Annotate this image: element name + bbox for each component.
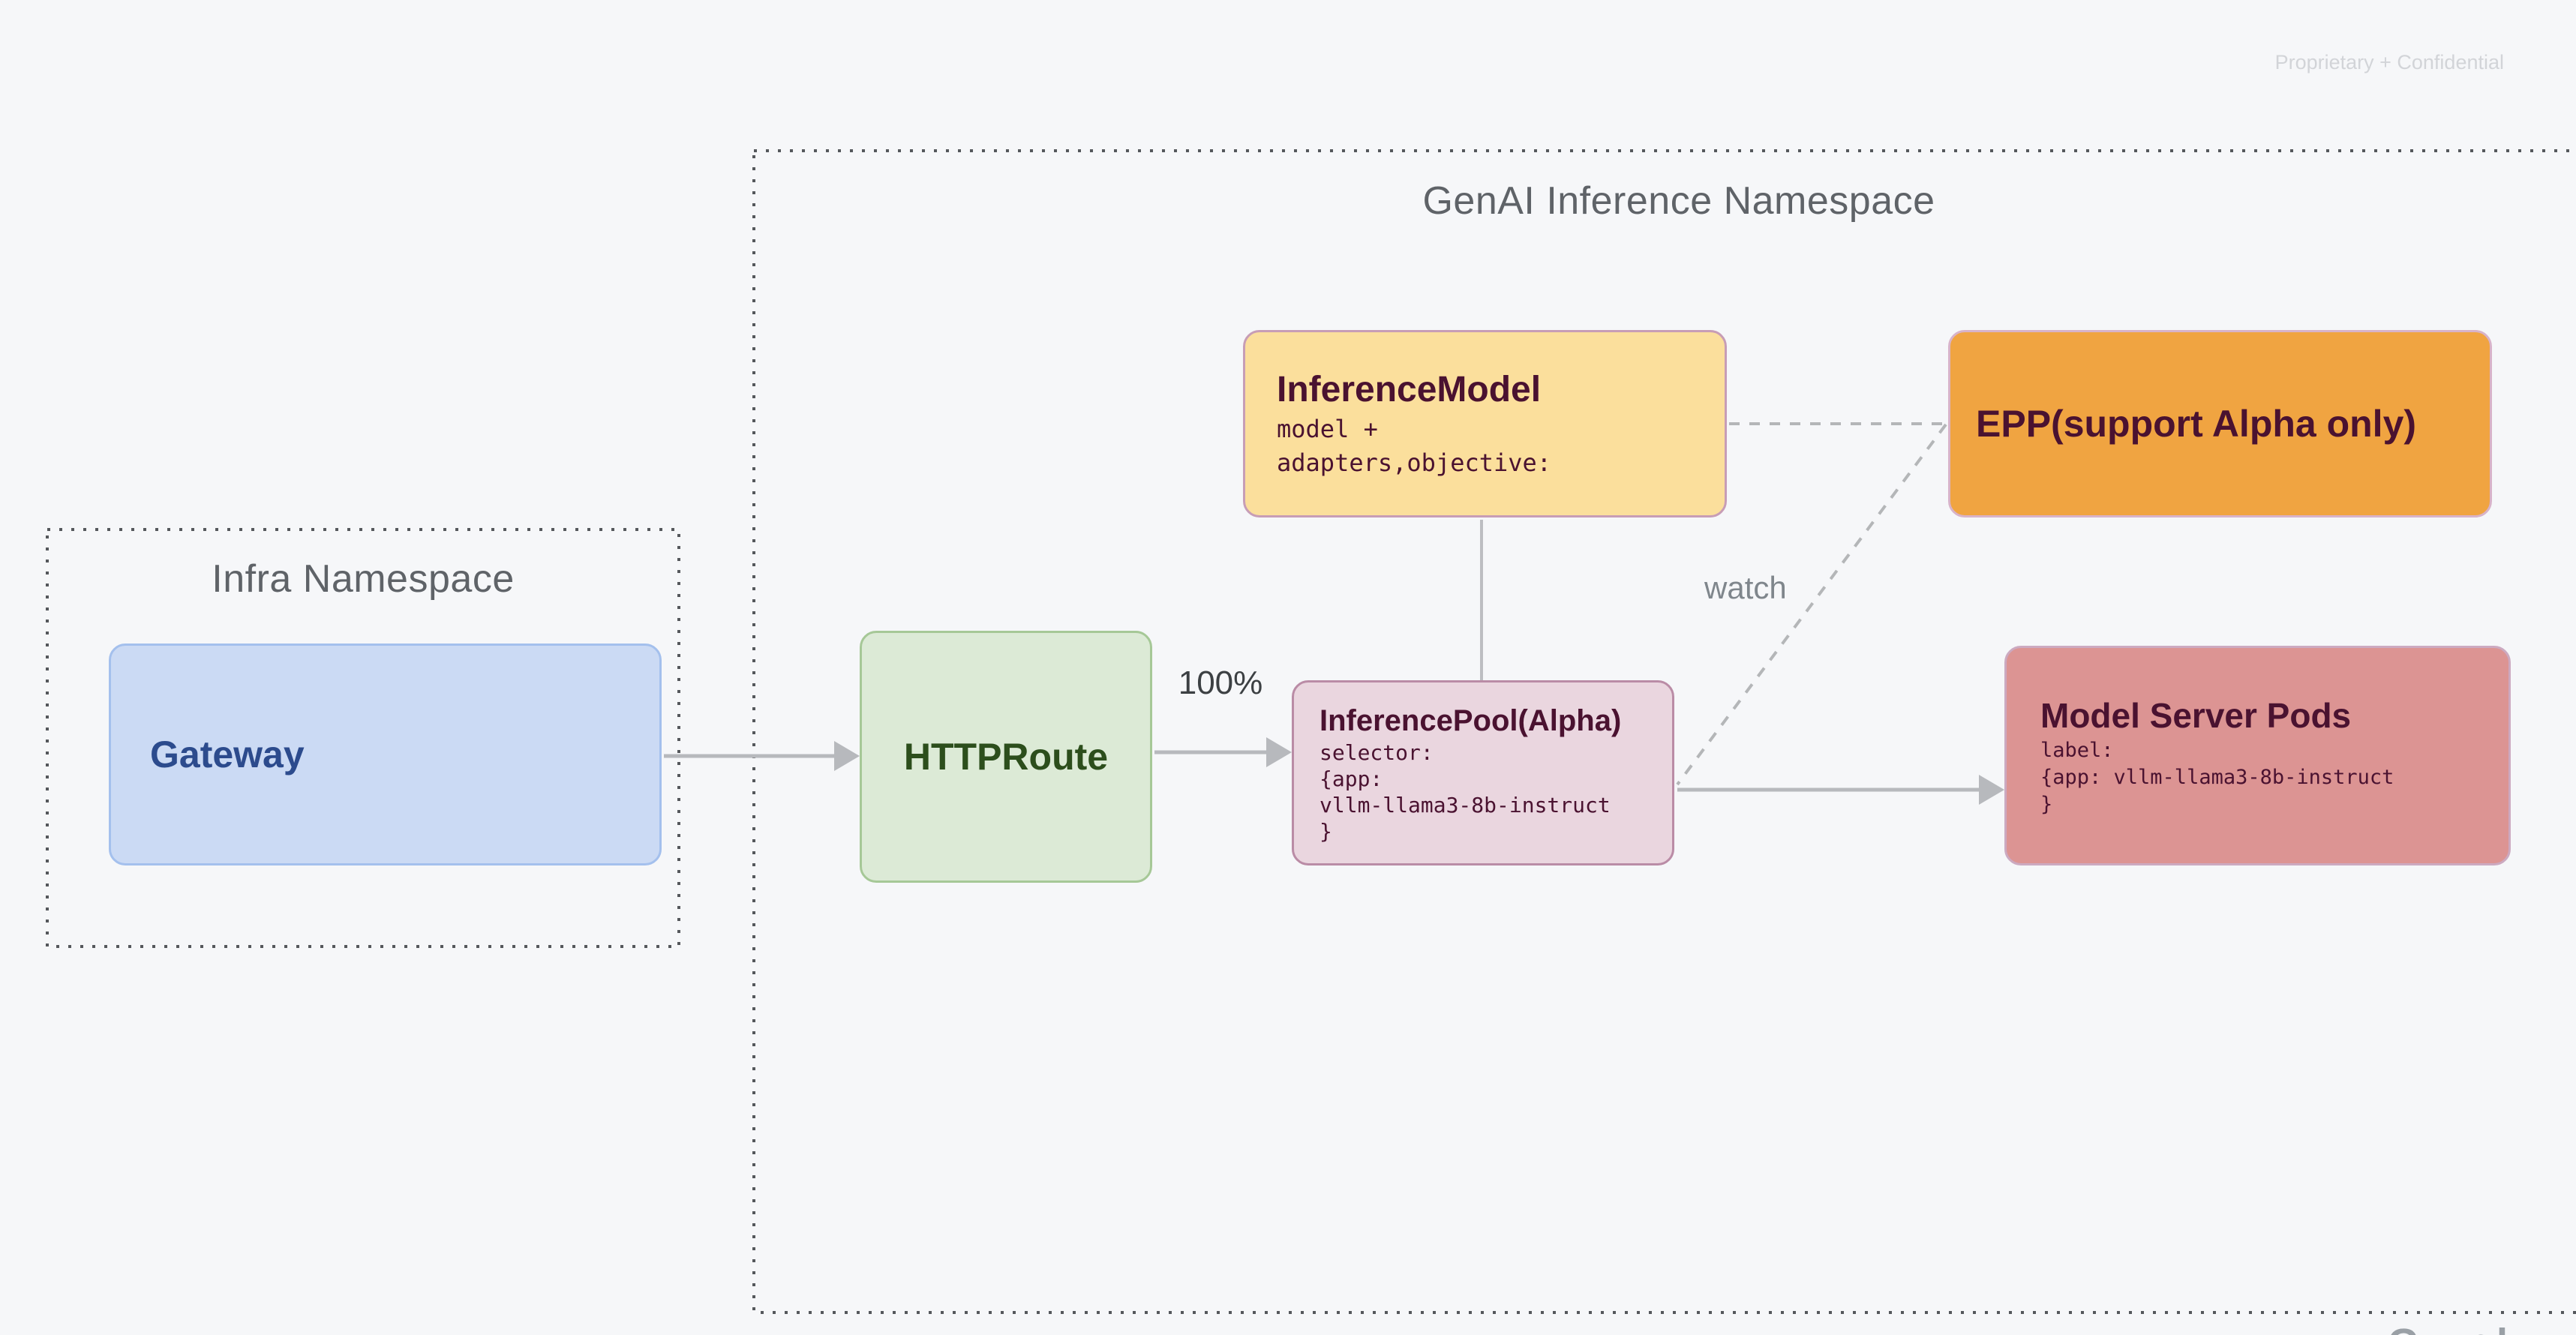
epp-label: EPP(support Alpha only) bbox=[1976, 403, 2417, 445]
httproute-label: HTTPRoute bbox=[903, 736, 1109, 778]
httproute-node: HTTPRoute bbox=[860, 631, 1152, 883]
epp-watch-dashed-line bbox=[1676, 423, 1947, 786]
model-server-pods-code-line: } bbox=[2040, 792, 2053, 816]
epp-node: EPP(support Alpha only) bbox=[1948, 330, 2492, 518]
inference-model-node: InferenceModel model + adapters,objectiv… bbox=[1243, 330, 1727, 518]
inference-model-title: InferenceModel bbox=[1277, 370, 1542, 410]
gateway-label: Gateway bbox=[150, 734, 305, 776]
infra-namespace-dotted-border bbox=[46, 528, 680, 948]
inference-model-code-line: model + bbox=[1277, 415, 1378, 443]
genai-namespace-title: GenAI Inference Namespace bbox=[1422, 179, 1935, 223]
pool-to-pods-arrowhead bbox=[1979, 775, 2004, 805]
inference-model-code-line: adapters,objective: bbox=[1277, 448, 1552, 477]
confidential-watermark: Proprietary + Confidential bbox=[2274, 51, 2504, 74]
genai-namespace-dotted-border bbox=[752, 149, 2576, 1314]
model-server-pods-node: Model Server Pods label: {app: vllm-llam… bbox=[2004, 646, 2511, 866]
model-server-pods-code-line: {app: vllm-llama3-8b-instruct bbox=[2040, 765, 2394, 789]
model-server-pods-code-line: label: bbox=[2040, 738, 2114, 762]
model-server-pods-title: Model Server Pods bbox=[2040, 695, 2352, 735]
inference-pool-code-line: vllm-llama3-8b-instruct bbox=[1320, 792, 1611, 818]
httproute-to-pool-arrowhead bbox=[1266, 737, 1292, 767]
inference-pool-code-line: } bbox=[1320, 818, 1332, 844]
infra-namespace-title: Infra Namespace bbox=[212, 557, 515, 601]
watch-label: watch bbox=[1704, 570, 1787, 605]
inference-pool-title: InferencePool(Alpha) bbox=[1320, 704, 1622, 737]
inference-pool-code-line: selector: bbox=[1320, 740, 1434, 765]
google-logo: Google bbox=[2388, 1323, 2576, 1335]
gateway-to-httproute-arrowhead bbox=[834, 741, 860, 771]
route-weight-label: 100% bbox=[1178, 664, 1263, 701]
inference-pool-node: InferencePool(Alpha) selector: {app: vll… bbox=[1292, 680, 1674, 866]
google-logo-text: Google bbox=[2388, 1323, 2576, 1335]
inference-pool-code-line: {app: bbox=[1320, 766, 1383, 791]
gateway-node: Gateway bbox=[109, 644, 662, 866]
